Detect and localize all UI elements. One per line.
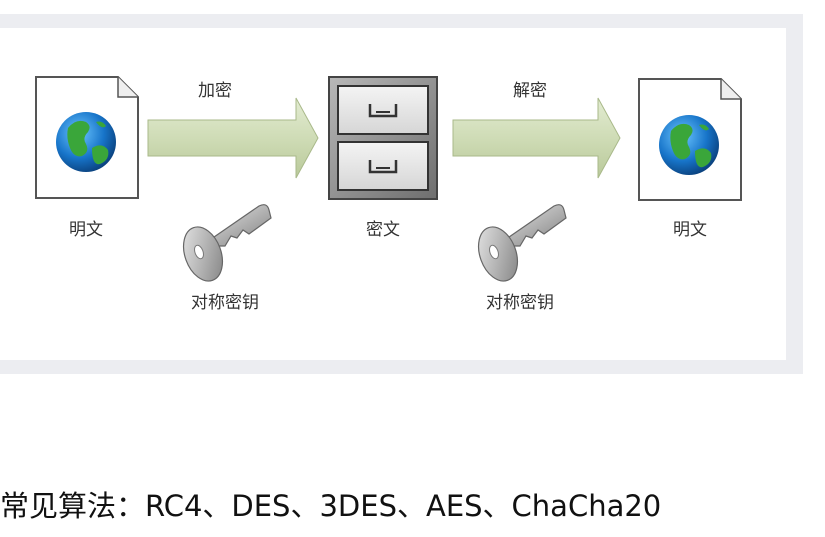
symmetric-key-right-icon xyxy=(477,204,567,282)
encrypt-arrow xyxy=(147,97,319,179)
symmetric-key-label-left: 对称密钥 xyxy=(191,293,259,313)
plaintext-label-left: 明文 xyxy=(69,220,103,240)
plaintext-label-right: 明文 xyxy=(673,220,707,240)
symmetric-encryption-diagram: 明文 加密 对称密钥 密文 解密 xyxy=(35,76,742,313)
plaintext-document-left-icon xyxy=(35,76,139,199)
common-algorithms-text: 常见算法：RC4、DES、3DES、AES、ChaCha20 xyxy=(0,489,662,523)
encrypt-label: 加密 xyxy=(198,81,232,101)
ciphertext-label: 密文 xyxy=(366,220,400,240)
cabinet-icon xyxy=(328,76,438,200)
symmetric-key-left-icon xyxy=(182,204,272,282)
decrypt-arrow xyxy=(452,97,621,179)
decrypt-label: 解密 xyxy=(513,81,547,101)
plaintext-document-right-icon xyxy=(638,78,742,201)
symmetric-key-label-right: 对称密钥 xyxy=(486,293,554,313)
